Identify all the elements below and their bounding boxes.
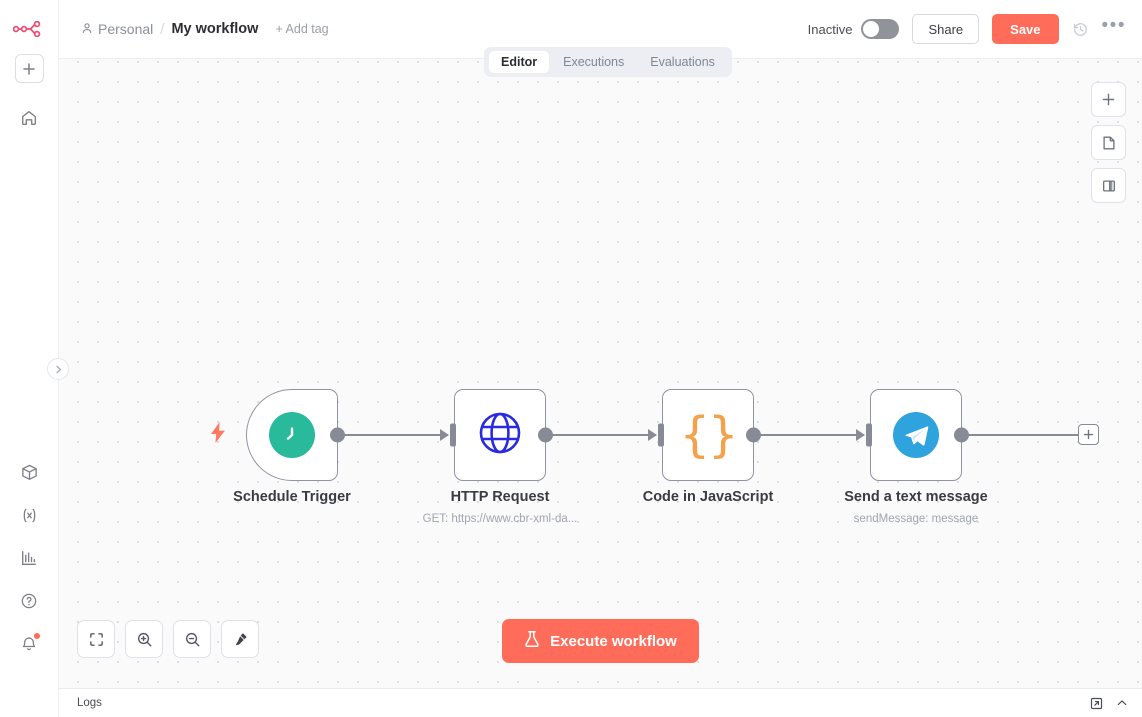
connector-3[interactable] <box>756 434 864 436</box>
node-body[interactable] <box>440 389 553 481</box>
input-arrow-icon <box>440 429 449 441</box>
share-button[interactable]: Share <box>912 14 980 44</box>
zoom-to-fit-button[interactable] <box>77 620 115 658</box>
add-tag-button[interactable]: + Add tag <box>275 22 329 36</box>
logs-title: Logs <box>77 697 102 709</box>
breadcrumb-project-label: Personal <box>98 21 154 37</box>
node-body[interactable] <box>856 389 969 481</box>
input-port[interactable] <box>866 423 872 447</box>
output-port[interactable] <box>330 427 345 443</box>
breadcrumb: Personal / My workflow + Add tag <box>81 21 329 38</box>
zoom-in-button[interactable] <box>125 620 163 658</box>
open-in-new-icon[interactable] <box>1090 697 1103 710</box>
sidebar-item-templates[interactable] <box>12 455 46 489</box>
clock-icon <box>269 412 315 458</box>
sidebar-item-home[interactable] <box>12 101 46 135</box>
sidebar-item-help[interactable] <box>12 584 46 618</box>
code-braces-icon: {} <box>679 407 738 463</box>
tab-evaluations[interactable]: Evaluations <box>650 55 715 69</box>
chevron-up-icon[interactable] <box>1116 697 1128 709</box>
connector-1[interactable] <box>340 434 448 436</box>
add-node-button[interactable] <box>1091 82 1126 117</box>
execute-workflow-label: Execute workflow <box>550 632 677 650</box>
node-subtitle: GET: https://www.cbr-xml-da... <box>422 513 578 525</box>
header-actions: Inactive Share Save ••• <box>808 14 1126 44</box>
activation-state-label: Inactive <box>807 21 853 37</box>
breadcrumb-separator: / <box>160 20 165 38</box>
tidy-up-button[interactable] <box>221 620 259 658</box>
canvas-zoom-controls <box>77 620 259 658</box>
input-arrow-icon <box>648 429 657 441</box>
toggle-side-panel-button[interactable] <box>1091 168 1126 203</box>
input-arrow-icon <box>856 429 865 441</box>
node-title: Send a text message <box>844 489 988 505</box>
more-options-icon[interactable]: ••• <box>1101 15 1126 36</box>
tab-executions[interactable]: Executions <box>563 55 625 69</box>
toggle-knob <box>863 21 880 37</box>
person-icon <box>81 21 93 37</box>
sidebar-expand-handle[interactable] <box>47 358 69 380</box>
activate-workflow-toggle[interactable] <box>861 19 900 39</box>
tab-editor[interactable]: Editor <box>489 51 550 73</box>
node-subtitle: sendMessage: message <box>853 513 979 525</box>
editor-tabs: Editor Executions Evaluations <box>484 47 732 77</box>
output-port[interactable] <box>746 427 761 443</box>
notification-badge <box>34 633 40 639</box>
node-schedule-trigger: Schedule Trigger <box>211 389 351 505</box>
zoom-out-button[interactable] <box>173 620 211 658</box>
node-title: Schedule Trigger <box>233 489 351 505</box>
output-port[interactable] <box>538 427 553 443</box>
connector-2[interactable] <box>548 434 656 436</box>
sidebar-item-notifications[interactable] <box>12 627 46 661</box>
globe-icon <box>477 410 523 461</box>
main-area: Personal / My workflow + Add tag Inactiv… <box>59 0 1142 717</box>
logs-actions <box>1090 697 1128 710</box>
input-port[interactable] <box>658 423 664 447</box>
workflow-name[interactable]: My workflow <box>171 21 259 37</box>
node-body[interactable]: {} <box>648 389 761 481</box>
sidebar-item-insights[interactable] <box>12 541 46 575</box>
connector-4[interactable] <box>964 434 1080 436</box>
logs-bar[interactable]: Logs <box>59 688 1142 717</box>
sidebar-item-variables[interactable] <box>12 498 46 532</box>
node-send-a-text-message: Send a text message sendMessage: message <box>844 389 988 525</box>
node-title: Code in JavaScript <box>642 489 774 505</box>
execute-workflow-container: Execute workflow <box>59 619 1142 663</box>
add-sticky-note-button[interactable] <box>1091 125 1126 160</box>
flask-icon <box>524 630 540 652</box>
left-sidebar <box>0 0 69 717</box>
create-workflow-button[interactable] <box>14 54 44 83</box>
lightning-icon <box>210 422 226 448</box>
node-http-request: HTTP Request GET: https://www.cbr-xml-da… <box>423 389 577 525</box>
canvas-right-controls <box>1091 82 1126 203</box>
node-title: HTTP Request <box>450 489 550 505</box>
breadcrumb-project[interactable]: Personal <box>81 21 153 37</box>
node-graph: Schedule Trigger <box>59 59 1142 688</box>
telegram-icon <box>893 412 939 458</box>
save-button[interactable]: Save <box>992 14 1059 44</box>
node-code-in-javascript: {} Code in JavaScript <box>643 389 773 505</box>
n8n-logo[interactable] <box>11 14 47 44</box>
node-body[interactable] <box>211 389 345 481</box>
output-port[interactable] <box>954 427 969 443</box>
history-icon[interactable] <box>1072 21 1089 38</box>
workflow-canvas[interactable]: Schedule Trigger <box>59 59 1142 688</box>
execute-workflow-button[interactable]: Execute workflow <box>502 619 699 663</box>
input-port[interactable] <box>450 423 456 447</box>
append-node-button[interactable] <box>1078 424 1099 445</box>
